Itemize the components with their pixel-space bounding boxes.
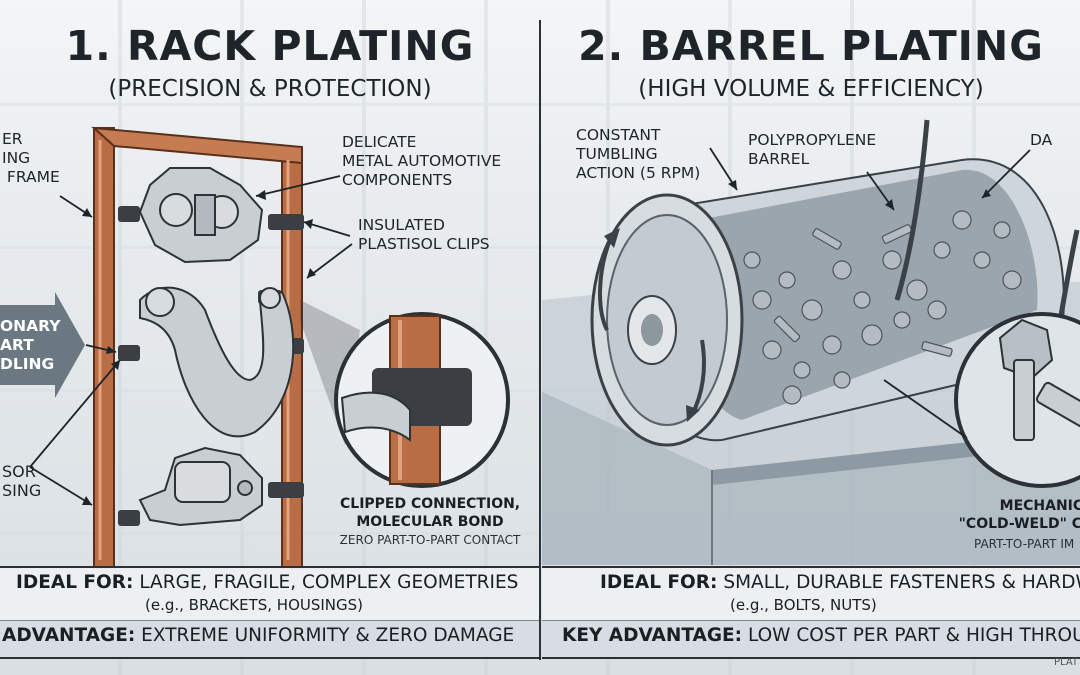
advantage-band (0, 620, 540, 659)
barrel-plating-panel: 2. BARREL PLATING (HIGH VOLUME & EFFICIE… (542, 0, 1080, 675)
plating-frame-label: ER ING FRAME (2, 130, 60, 186)
sensor-housing-label: SOR SING (2, 462, 42, 500)
advantage-band (542, 620, 1080, 659)
cold-weld-detail-zoom (954, 312, 1080, 488)
barrel-plating-illustration (542, 119, 1080, 565)
ideal-examples: (e.g., BOLTS, NUTS) (730, 596, 877, 614)
rack-plating-subtitle: (PRECISION & PROTECTION) (108, 76, 432, 102)
ideal-for-row: IDEAL FOR: SMALL, DURABLE FASTENERS & HA… (600, 572, 1080, 593)
barrel-plating-subtitle: (HIGH VOLUME & EFFICIENCY) (638, 76, 984, 102)
ideal-for-band (0, 566, 540, 620)
polypropylene-barrel (590, 158, 1065, 447)
sensor-housing-component (138, 446, 263, 527)
panel-divider (539, 20, 541, 660)
advantage-text: LOW COST PER PART & HIGH THROUGHP (747, 625, 1080, 646)
pointer-arrowheads (728, 180, 991, 210)
dangler-label: DA (1030, 131, 1053, 149)
clip-detail-zoom (300, 300, 510, 488)
ideal-for-label: IDEAL FOR: (600, 572, 718, 593)
stationary-arrow (0, 292, 85, 398)
ideal-examples: (e.g., BRACKETS, HOUSINGS) (145, 596, 364, 614)
advantage-label: KEY ADVANTAGE: (562, 625, 743, 646)
rack-plating-panel: 1. RACK PLATING (PRECISION & PROTECTION)… (0, 22, 540, 659)
tumbling-parts (743, 210, 1022, 405)
ideal-for-row: IDEAL FOR: LARGE, FRAGILE, COMPLEX GEOME… (16, 572, 518, 593)
tumbling-action-label: CONSTANT TUMBLING ACTION (5 RPM) (576, 126, 701, 182)
advantage-label: ADVANTAGE: (2, 625, 136, 646)
ideal-for-label: IDEAL FOR: (16, 572, 134, 593)
pointer-arrowheads (82, 190, 316, 505)
advantage-row: KEY ADVANTAGE: LOW COST PER PART & HIGH … (562, 625, 1080, 646)
stationary-handling-label: ONARY ART DLING (0, 317, 61, 373)
barrel-label: POLYPROPYLENE BARREL (748, 131, 877, 168)
rack-plating-illustration (0, 126, 510, 569)
footer-watermark: PLAT (1054, 657, 1079, 668)
advantage-text: EXTREME UNIFORMITY & ZERO DAMAGE (141, 625, 515, 646)
ideal-for-band (542, 566, 1080, 620)
cold-weld-title: MECHANICA "COLD-WELD" CO (958, 498, 1080, 532)
barrel-plating-title: 2. BARREL PLATING (578, 22, 1044, 70)
caliper-component (138, 167, 264, 264)
connection-subtitle: ZERO PART-TO-PART CONTACT (339, 533, 521, 547)
connection-title: CLIPPED CONNECTION, MOLECULAR BOND (340, 496, 521, 530)
clips-label: INSULATED PLASTISOL CLIPS (358, 216, 490, 253)
rack-plating-title: 1. RACK PLATING (65, 22, 475, 70)
advantage-row: ADVANTAGE: EXTREME UNIFORMITY & ZERO DAM… (2, 625, 514, 646)
components-label: DELICATE METAL AUTOMOTIVE COMPONENTS (342, 133, 502, 189)
ideal-for-text: LARGE, FRAGILE, COMPLEX GEOMETRIES (139, 572, 519, 593)
ideal-for-text: SMALL, DURABLE FASTENERS & HARDWAR (723, 572, 1080, 593)
control-arm-component (139, 286, 295, 438)
cold-weld-subtitle: PART-TO-PART IM (974, 537, 1075, 551)
